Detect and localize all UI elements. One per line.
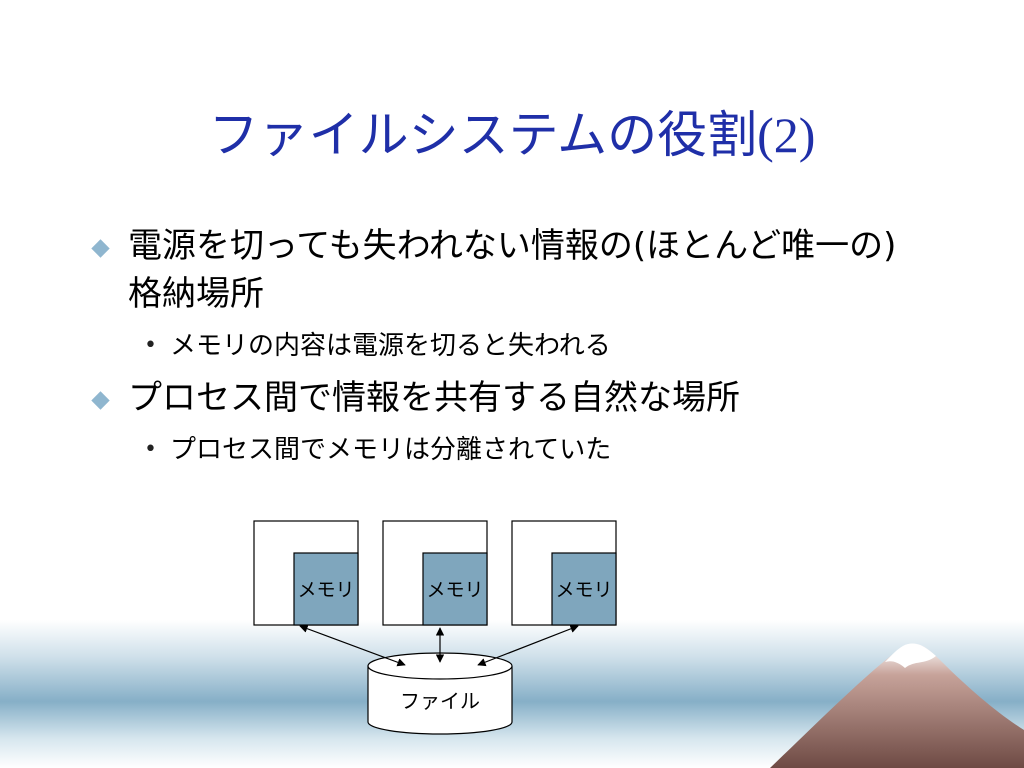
dot-bullet-icon: • [144, 437, 157, 462]
memory-label-1: メモリ [297, 579, 354, 601]
memory-box-1 [293, 552, 359, 626]
bullet-1: 電源を切っても失われない情報の(ほとんど唯一の)格納場所 [88, 222, 928, 318]
bullet-2-text: プロセス間で情報を共有する自然な場所 [128, 378, 740, 418]
sub-bullet-1: • メモリの内容は電源を切ると失われる [88, 326, 928, 366]
bullet-1-text: 電源を切っても失われない情報の(ほとんど唯一の)格納場所 [128, 226, 897, 314]
file-label: ファイル [400, 689, 480, 713]
memory-box-2 [422, 552, 488, 626]
slide-title: ファイルシステムの役割(2) [0, 95, 1024, 175]
memory-label-2: メモリ [426, 579, 483, 601]
slide-title-suffix: (2) [757, 107, 816, 163]
sub-bullet-1-text: メモリの内容は電源を切ると失われる [170, 331, 611, 361]
process-box-2: メモリ [382, 520, 488, 626]
bullet-list: 電源を切っても失われない情報の(ほとんど唯一の)格納場所 • メモリの内容は電源… [88, 222, 928, 478]
memory-box-3 [551, 552, 617, 626]
bullet-2: プロセス間で情報を共有する自然な場所 [88, 374, 928, 422]
slide-title-main: ファイルシステムの役割 [208, 106, 758, 164]
sub-bullet-2-text: プロセス間でメモリは分離されていた [170, 435, 612, 465]
process-box-3: メモリ [511, 520, 617, 626]
dot-bullet-icon: • [144, 333, 157, 358]
sub-bullet-2: • プロセス間でメモリは分離されていた [88, 430, 928, 470]
arrow-file-to-memory-1 [299, 624, 406, 667]
arrow-file-to-memory-3 [477, 624, 579, 667]
process-box-1: メモリ [253, 520, 359, 626]
file-cylinder: ファイル [367, 652, 513, 735]
memory-label-3: メモリ [555, 579, 612, 601]
